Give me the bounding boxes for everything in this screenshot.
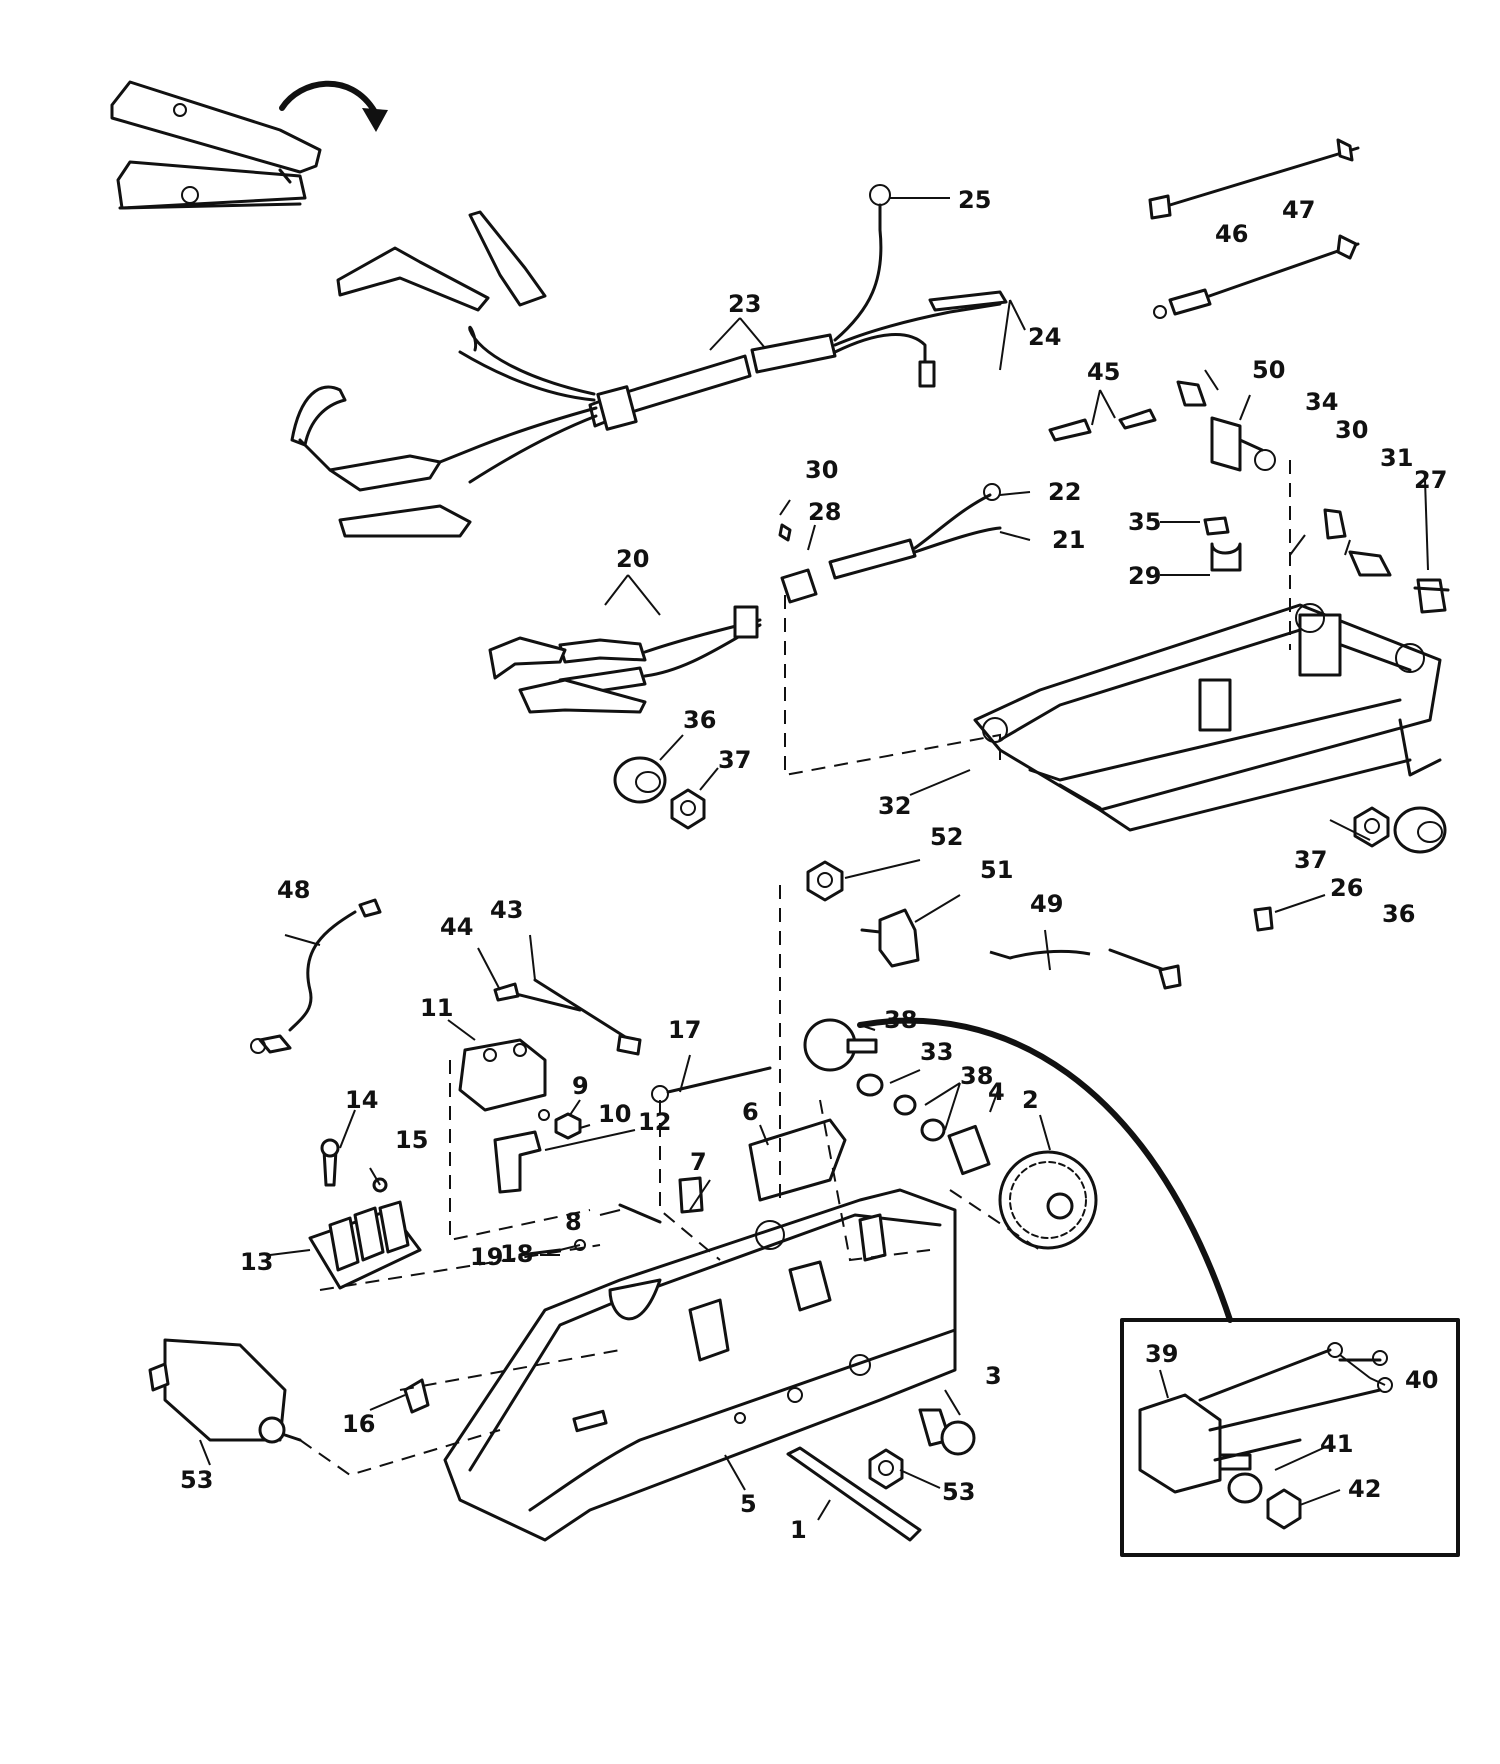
callout-40: 40 bbox=[1405, 1366, 1438, 1394]
callout-16: 16 bbox=[342, 1410, 375, 1438]
callout-19: 19 bbox=[470, 1243, 503, 1271]
callout-33: 33 bbox=[920, 1038, 953, 1066]
potentiometer-38 bbox=[803, 1018, 946, 1142]
callout-41: 41 bbox=[1320, 1430, 1353, 1458]
circuit-breaker-53 bbox=[148, 1338, 302, 1444]
callout-29: 29 bbox=[1128, 562, 1161, 590]
callout-53b: 53 bbox=[942, 1478, 975, 1506]
callout-51: 51 bbox=[980, 856, 1013, 884]
callout-36b: 36 bbox=[1382, 900, 1415, 928]
callout-12: 12 bbox=[638, 1108, 671, 1136]
callout-44: 44 bbox=[440, 913, 473, 941]
callout-11: 11 bbox=[420, 994, 453, 1022]
callout-27: 27 bbox=[1414, 466, 1447, 494]
callout-21: 21 bbox=[1052, 526, 1085, 554]
callout-23: 23 bbox=[728, 290, 761, 318]
callout-38a: 38 bbox=[884, 1006, 917, 1034]
callout-9: 9 bbox=[572, 1072, 589, 1100]
terminal-strip-13 bbox=[308, 1138, 422, 1290]
callout-38b: 38 bbox=[960, 1062, 993, 1090]
callout-48: 48 bbox=[277, 876, 310, 904]
speed-dial-2 bbox=[947, 1124, 1098, 1250]
callout-30a: 30 bbox=[805, 456, 838, 484]
callout-30b: 30 bbox=[1335, 416, 1368, 444]
callout-53a: 53 bbox=[180, 1466, 213, 1494]
callout-15: 15 bbox=[395, 1126, 428, 1154]
callout-46: 46 bbox=[1215, 220, 1248, 248]
callout-20: 20 bbox=[616, 545, 649, 573]
callout-35: 35 bbox=[1128, 508, 1161, 536]
callout-34: 34 bbox=[1305, 388, 1338, 416]
callout-2: 2 bbox=[1022, 1086, 1039, 1114]
callout-43: 43 bbox=[490, 896, 523, 924]
callout-6: 6 bbox=[742, 1098, 759, 1126]
callout-3: 3 bbox=[985, 1362, 1002, 1390]
cable-harness-23 bbox=[290, 184, 1008, 538]
callout-26: 26 bbox=[1330, 874, 1363, 902]
callout-49: 49 bbox=[1030, 890, 1063, 918]
foot-pedal-illustration bbox=[110, 80, 322, 210]
callout-50: 50 bbox=[1252, 356, 1285, 384]
terminal-block-11 bbox=[458, 1038, 582, 1194]
callout-32: 32 bbox=[878, 792, 911, 820]
callout-45: 45 bbox=[1087, 358, 1120, 386]
dashed-assembly-lines bbox=[299, 460, 1291, 1477]
cable-21-22-assembly bbox=[778, 483, 1002, 604]
callout-37a: 37 bbox=[718, 746, 751, 774]
callout-14: 14 bbox=[345, 1086, 378, 1114]
callout-22: 22 bbox=[1048, 478, 1081, 506]
callout-17: 17 bbox=[668, 1016, 701, 1044]
callout-1: 1 bbox=[790, 1516, 807, 1544]
callout-18: 18 bbox=[500, 1240, 533, 1268]
callout-39: 39 bbox=[1145, 1340, 1178, 1368]
callout-36a: 36 bbox=[683, 706, 716, 734]
leader-lines bbox=[199, 197, 1429, 1521]
callout-4: 4 bbox=[988, 1078, 1005, 1106]
callout-52: 52 bbox=[930, 823, 963, 851]
dial-cable bbox=[857, 1017, 1233, 1323]
small-parts-right bbox=[1048, 138, 1450, 614]
cable-assembly-20 bbox=[488, 605, 762, 714]
lower-base-5 bbox=[443, 1188, 957, 1542]
callout-37b: 37 bbox=[1294, 846, 1327, 874]
rotation-arrow-icon bbox=[279, 80, 388, 132]
callout-8: 8 bbox=[565, 1208, 582, 1236]
bracket-6-and-pins bbox=[518, 1118, 847, 1257]
callout-47: 47 bbox=[1282, 196, 1315, 224]
callout-25: 25 bbox=[958, 186, 991, 214]
callout-labels: 1 2 3 4 5 6 7 8 9 10 11 12 13 14 15 16 1… bbox=[180, 186, 1447, 1544]
callout-24: 24 bbox=[1028, 323, 1061, 351]
callout-42: 42 bbox=[1348, 1475, 1381, 1503]
switch-and-wires-middle bbox=[250, 898, 1182, 1103]
inset-switch-detail bbox=[1120, 1318, 1460, 1557]
callout-28: 28 bbox=[808, 498, 841, 526]
callout-31: 31 bbox=[1380, 444, 1413, 472]
callout-10: 10 bbox=[598, 1100, 631, 1128]
callout-5: 5 bbox=[740, 1490, 757, 1518]
small-parts-bottom bbox=[403, 1378, 976, 1542]
callout-7: 7 bbox=[690, 1148, 707, 1176]
upper-housing-32 bbox=[973, 603, 1442, 832]
callout-13: 13 bbox=[240, 1248, 273, 1276]
